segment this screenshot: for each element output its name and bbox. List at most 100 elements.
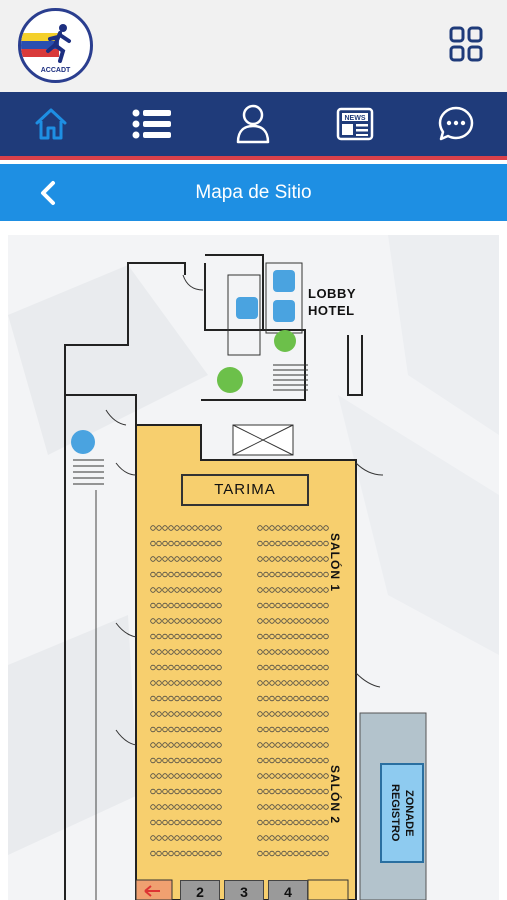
seat (156, 556, 162, 562)
seat (257, 850, 263, 857)
site-map[interactable]: LOBBY HOTEL TARIMA SALÓN 1 SALÓN 2 ZONAD… (8, 235, 499, 900)
seat (305, 680, 311, 686)
seat (150, 556, 156, 562)
seat (257, 618, 263, 624)
seat (186, 726, 192, 733)
seat (210, 819, 216, 826)
seat (287, 649, 293, 655)
seat (275, 757, 281, 764)
seat (299, 633, 305, 640)
seat (192, 680, 198, 686)
seat (281, 571, 287, 578)
seat (150, 602, 156, 609)
seat (281, 556, 287, 562)
seat (323, 742, 329, 748)
seat (317, 587, 323, 593)
seat (150, 587, 156, 593)
seat (275, 571, 281, 578)
seat (198, 819, 204, 826)
seat (216, 649, 222, 655)
seat (210, 788, 216, 795)
seat (305, 711, 311, 717)
nav-home[interactable] (21, 96, 81, 152)
seat (299, 835, 305, 841)
seat (210, 711, 216, 717)
app-logo[interactable]: ACCADT (18, 8, 93, 83)
exit-arrow-icon (144, 885, 160, 897)
seat (323, 773, 329, 779)
seat (156, 571, 162, 578)
seat (168, 649, 174, 655)
seat (305, 773, 311, 779)
seat (210, 773, 216, 779)
seat (168, 788, 174, 795)
seat (168, 773, 174, 779)
nav-profile[interactable] (223, 96, 283, 152)
seat (168, 804, 174, 810)
seat (299, 525, 305, 531)
elevator-icon (236, 297, 258, 319)
seat (204, 618, 210, 624)
apps-grid-icon[interactable] (449, 26, 483, 62)
seat (323, 587, 329, 593)
seat (168, 571, 174, 578)
seat (323, 540, 329, 547)
seat (180, 540, 186, 547)
seat (299, 540, 305, 547)
seat (323, 695, 329, 702)
seat (162, 556, 168, 562)
seat (311, 757, 317, 764)
seat (162, 618, 168, 624)
seat (275, 680, 281, 686)
booth-2[interactable]: 2 (180, 880, 220, 900)
seat (269, 618, 275, 624)
booth-3[interactable]: 3 (224, 880, 264, 900)
seat (317, 804, 323, 810)
registration-zone-label: ZONADE REGISTRO (380, 763, 424, 863)
salon-2-label: SALÓN 2 (328, 765, 342, 825)
seat (168, 556, 174, 562)
seat (299, 556, 305, 562)
seat (216, 711, 222, 717)
seat (257, 633, 263, 640)
seat (293, 556, 299, 562)
seat (216, 757, 222, 764)
seat (162, 757, 168, 764)
seat (204, 804, 210, 810)
seat (162, 742, 168, 748)
seat (186, 571, 192, 578)
nav-list[interactable] (122, 96, 182, 152)
nav-chat[interactable] (426, 96, 486, 152)
seat (204, 556, 210, 562)
seat (317, 602, 323, 609)
seat (192, 773, 198, 779)
seat (186, 788, 192, 795)
seat (305, 757, 311, 764)
seat (198, 788, 204, 795)
seat (269, 773, 275, 779)
seat (257, 525, 263, 531)
seat (174, 726, 180, 733)
seat (162, 602, 168, 609)
seat (162, 695, 168, 702)
seat (293, 664, 299, 671)
seat (186, 649, 192, 655)
nav-news[interactable]: NEWS (325, 96, 385, 152)
back-chevron-icon[interactable] (34, 178, 64, 208)
seat (180, 757, 186, 764)
lobby-label: LOBBY HOTEL (308, 286, 356, 318)
seat (162, 711, 168, 717)
seat (317, 819, 323, 826)
seat (150, 680, 156, 686)
seat (311, 742, 317, 748)
seat (198, 540, 204, 547)
seat (305, 804, 311, 810)
booth-4[interactable]: 4 (268, 880, 308, 900)
seat (168, 711, 174, 717)
seat (323, 664, 329, 671)
seat (204, 525, 210, 531)
seat (180, 711, 186, 717)
seat (323, 602, 329, 609)
seat (168, 680, 174, 686)
seat (198, 742, 204, 748)
